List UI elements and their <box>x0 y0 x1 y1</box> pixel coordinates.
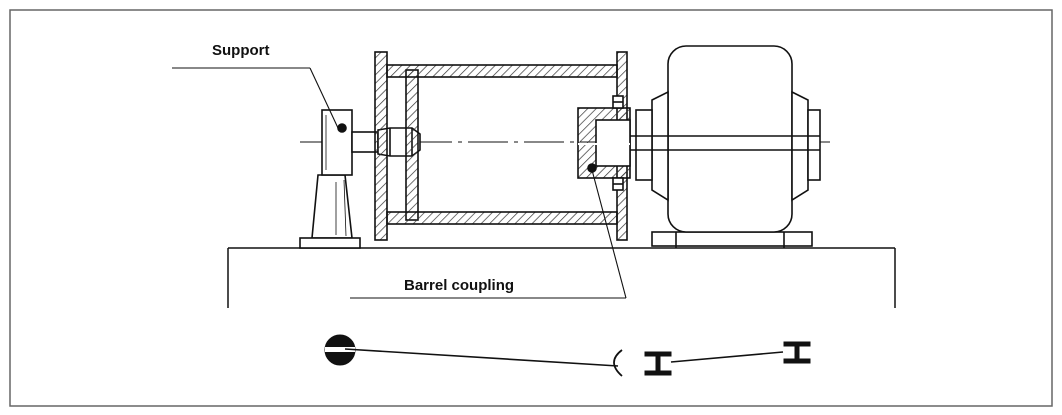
schematic-symbol <box>324 334 811 377</box>
drive-unit <box>630 45 821 248</box>
support-pedestal <box>299 109 361 249</box>
coupling-hub <box>577 95 631 191</box>
diagram-border <box>9 9 1053 407</box>
foundation-base <box>227 247 896 308</box>
support-leader <box>172 67 339 129</box>
barrel-coupling-leader <box>350 169 627 299</box>
barrel-drum <box>374 51 628 241</box>
support-label: Support <box>212 42 270 59</box>
barrel-coupling-label: Barrel coupling <box>404 277 514 294</box>
